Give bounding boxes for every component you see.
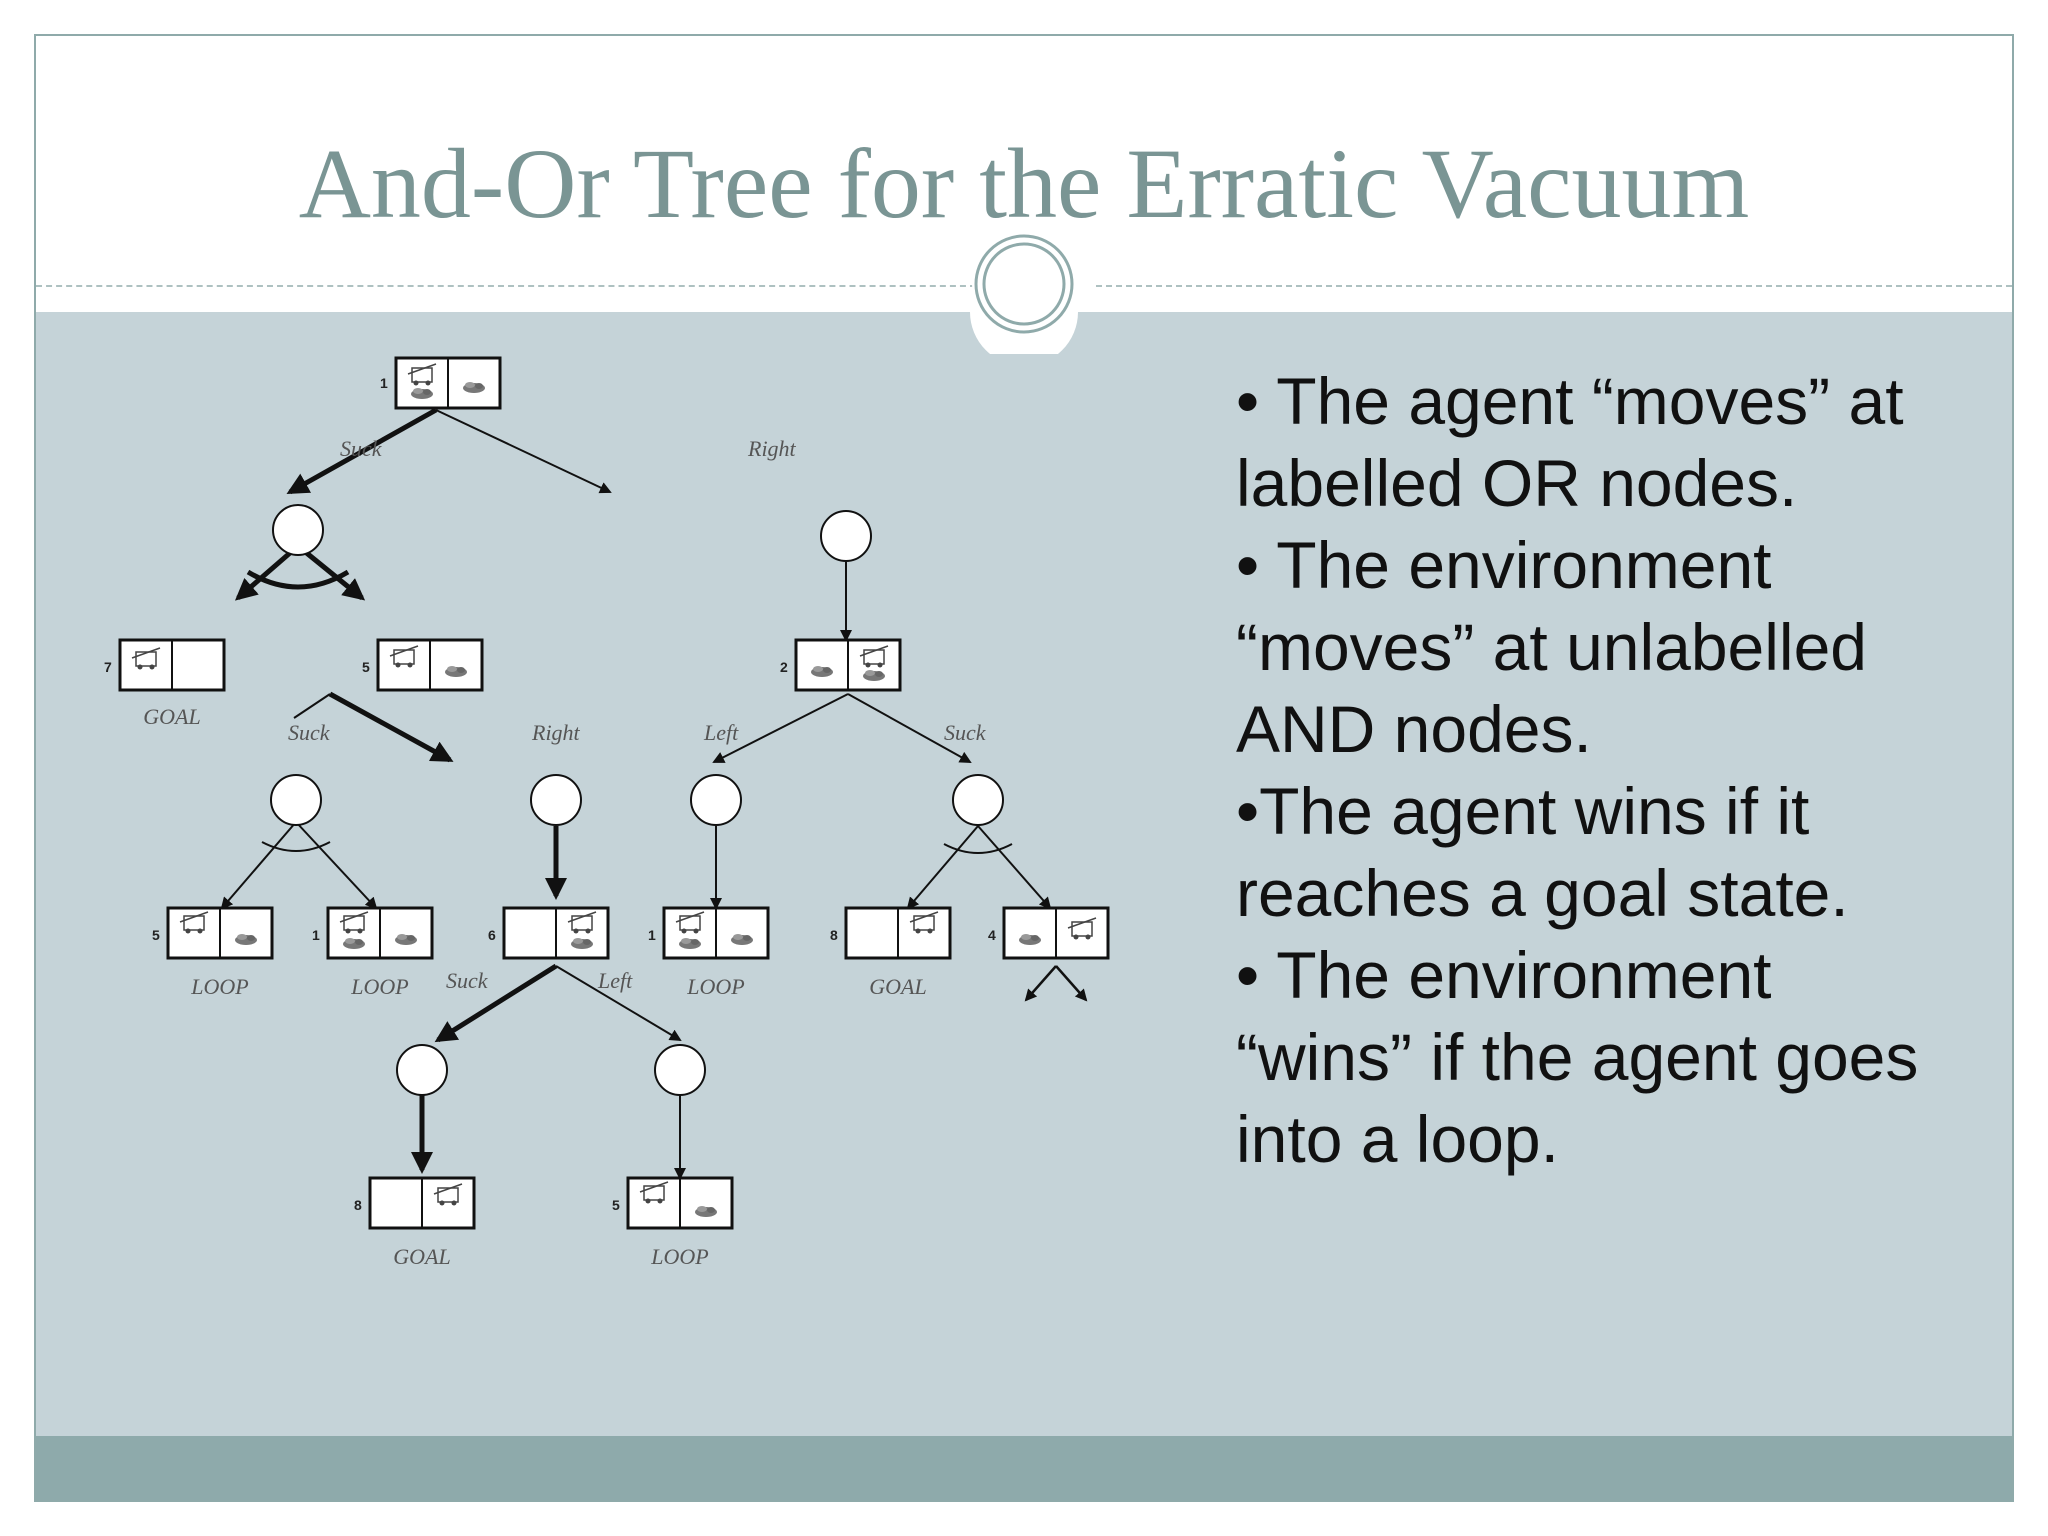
edge-label-suck: Suck — [446, 968, 489, 993]
state-node-root: 1 — [380, 358, 500, 408]
state-node-5: 5 — [362, 640, 482, 690]
state-number: 5 — [612, 1197, 620, 1213]
edge-label-right: Right — [747, 436, 797, 461]
divider-line-left — [36, 285, 976, 287]
state-number: 1 — [380, 375, 388, 391]
bullet-list: • The agent “moves” at labelled OR nodes… — [1236, 360, 1956, 1180]
state-node-6: 6 — [488, 908, 608, 958]
bullet-item: • The environment “moves” at unlabelled … — [1236, 524, 1956, 770]
footer-band — [36, 1436, 2012, 1500]
state-node-7: 7 — [104, 640, 224, 690]
and-node — [273, 505, 323, 555]
and-node — [271, 775, 321, 825]
state-node-loop-1b: 1 — [648, 908, 768, 958]
state-number: 5 — [362, 659, 370, 675]
bullet-item: • The environment “wins” if the agent go… — [1236, 934, 1956, 1180]
slide-title: And-Or Tree for the Erratic Vacuum — [36, 134, 2012, 234]
divider-circle-ornament — [964, 224, 1084, 354]
and-node — [953, 775, 1003, 825]
outcome-label-goal: GOAL — [869, 974, 926, 999]
outcome-label-loop: LOOP — [190, 974, 248, 999]
bullet-item: •The agent wins if it reaches a goal sta… — [1236, 770, 1956, 934]
state-number: 8 — [354, 1197, 362, 1213]
state-node-loop-5: 5 — [152, 908, 272, 958]
outcome-label-goal: GOAL — [143, 704, 200, 729]
state-number: 6 — [488, 927, 496, 943]
edge-label-suck: Suck — [944, 720, 987, 745]
edge-label-right: Right — [531, 720, 581, 745]
tree-circle-nodes — [271, 505, 1003, 1095]
state-number: 7 — [104, 659, 112, 675]
outcome-label-loop: LOOP — [686, 974, 744, 999]
and-node — [691, 775, 741, 825]
and-node — [531, 775, 581, 825]
state-number: 8 — [830, 927, 838, 943]
outcome-label-loop: LOOP — [650, 1244, 708, 1269]
state-node-2: 2 — [780, 640, 900, 690]
state-node-goal-8: 8 — [830, 908, 950, 958]
bullet-item: • The agent “moves” at labelled OR nodes… — [1236, 360, 1956, 524]
outcome-label-goal: GOAL — [393, 1244, 450, 1269]
state-number: 4 — [988, 927, 996, 943]
and-or-tree-diagram: 1 7 5 2 5 1 — [90, 340, 1150, 1300]
and-node — [397, 1045, 447, 1095]
outcome-label-loop: LOOP — [350, 974, 408, 999]
divider-line-right — [1096, 285, 2012, 287]
edge-label-left: Left — [703, 720, 739, 745]
edge-label-left: Left — [597, 968, 633, 993]
state-number: 1 — [312, 927, 320, 943]
state-number: 2 — [780, 659, 788, 675]
state-node-4: 4 — [988, 908, 1108, 958]
state-node-final-goal-8: 8 — [354, 1178, 474, 1228]
and-node — [655, 1045, 705, 1095]
state-node-loop-1: 1 — [312, 908, 432, 958]
and-node — [821, 511, 871, 561]
edge-label-suck: Suck — [288, 720, 331, 745]
state-number: 5 — [152, 927, 160, 943]
state-number: 1 — [648, 927, 656, 943]
state-node-final-loop-5: 5 — [612, 1178, 732, 1228]
edge-label-suck: Suck — [340, 436, 383, 461]
